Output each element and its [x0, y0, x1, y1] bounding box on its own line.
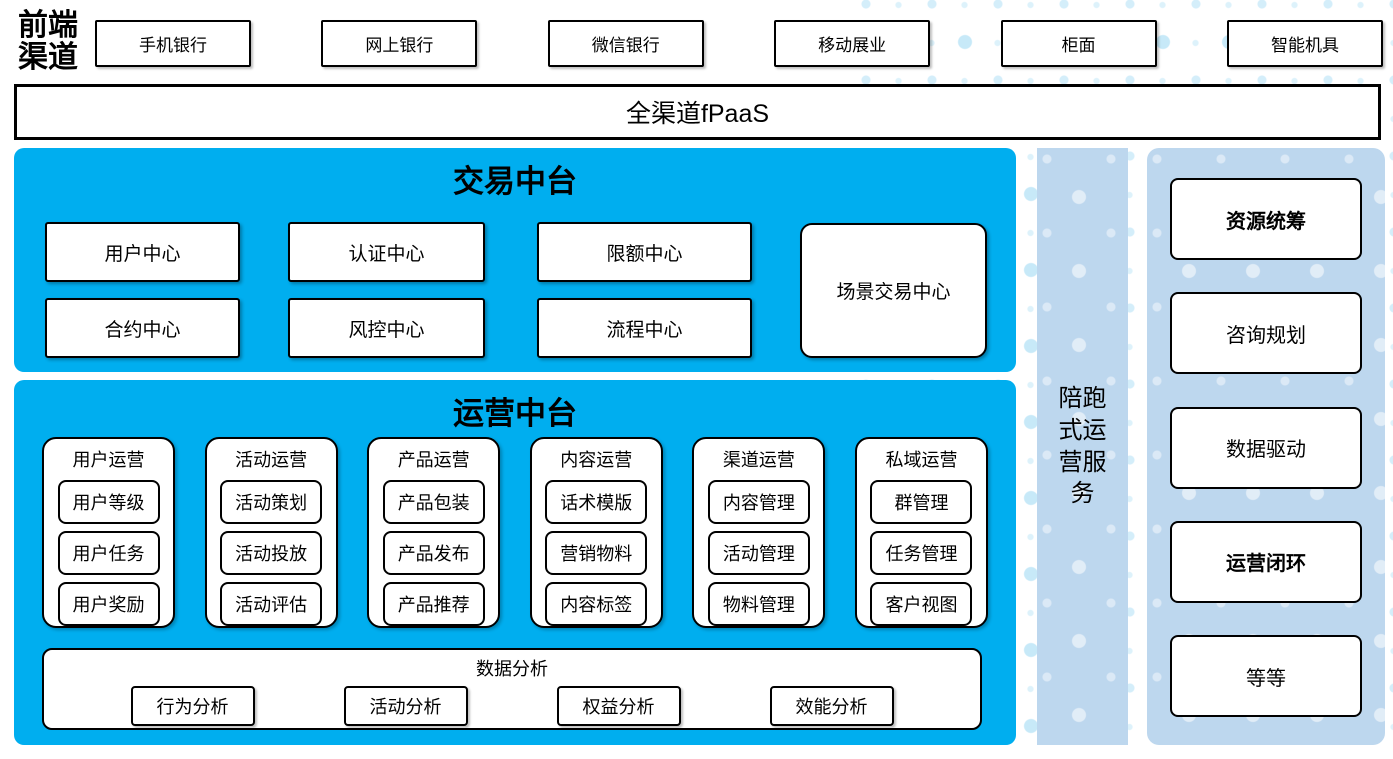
center-box-process: 流程中心 — [537, 298, 752, 358]
ops-item: 营销物料 — [545, 531, 648, 575]
transaction-platform-title: 交易中台 — [453, 164, 577, 199]
analysis-box-rights: 权益分析 — [556, 686, 681, 726]
data-analysis-section: 数据分析 行为分析 活动分析 权益分析 效能分析 — [42, 648, 982, 730]
center-box-user: 用户中心 — [45, 222, 240, 282]
service-box-consulting-planning: 咨询规划 — [1170, 292, 1362, 375]
ops-item: 产品推荐 — [382, 582, 485, 626]
ops-item: 产品发布 — [382, 531, 485, 575]
ops-item: 话术模版 — [545, 480, 648, 524]
ops-column-user: 用户运营 用户等级 用户任务 用户奖励 — [42, 437, 175, 628]
service-box-operation-loop: 运营闭环 — [1170, 520, 1362, 603]
analysis-box-behavior: 行为分析 — [130, 686, 255, 726]
analysis-box-activity: 活动分析 — [343, 686, 468, 726]
ops-item: 用户等级 — [57, 480, 160, 524]
ops-item: 产品包装 — [382, 480, 485, 524]
operation-platform-panel: 运营中台 用户运营 用户等级 用户任务 用户奖励 活动运营 活动策划 活动投放 … — [14, 380, 1016, 745]
accompany-service-bar: 陪跑式运营服务 — [1037, 148, 1128, 745]
ops-item: 活动评估 — [220, 582, 323, 626]
ops-item: 内容标签 — [545, 582, 648, 626]
center-box-limit: 限额中心 — [537, 222, 752, 282]
ops-column-title: 内容运营 — [560, 450, 633, 470]
ops-column-title: 活动运营 — [235, 450, 308, 470]
channel-box-mobile-banking: 手机银行 — [95, 20, 251, 67]
ops-item: 用户任务 — [57, 531, 160, 575]
center-box-scenario-transaction: 场景交易中心 — [800, 223, 987, 358]
ops-item: 任务管理 — [870, 531, 973, 575]
ops-column-private-domain: 私域运营 群管理 任务管理 客户视图 — [854, 437, 988, 628]
data-analysis-title: 数据分析 — [476, 659, 548, 679]
front-channels-row: 手机银行 网上银行 微信银行 移动展业 柜面 智能机具 — [95, 20, 1383, 67]
service-box-etc: 等等 — [1170, 635, 1362, 717]
operation-columns: 用户运营 用户等级 用户任务 用户奖励 活动运营 活动策划 活动投放 活动评估 … — [42, 437, 988, 628]
center-box-contract: 合约中心 — [45, 298, 240, 358]
ops-column-content: 内容运营 话术模版 营销物料 内容标签 — [529, 437, 663, 628]
channel-box-counter: 柜面 — [1000, 20, 1157, 67]
analysis-box-efficiency: 效能分析 — [769, 686, 894, 726]
channel-box-wechat-banking: 微信银行 — [547, 20, 704, 67]
center-box-auth: 认证中心 — [288, 222, 485, 282]
ops-column-title: 渠道运营 — [722, 450, 795, 470]
accompany-service-label: 陪跑式运营服务 — [1058, 385, 1107, 508]
service-box-resource-planning: 资源统筹 — [1170, 178, 1362, 260]
ops-column-title: 私域运营 — [885, 450, 958, 470]
ops-item: 用户奖励 — [57, 582, 160, 626]
data-analysis-row: 行为分析 活动分析 权益分析 效能分析 — [44, 686, 980, 726]
ops-item: 群管理 — [870, 480, 973, 524]
service-box-data-driven: 数据驱动 — [1170, 406, 1362, 489]
right-service-panel: 资源统筹 咨询规划 数据驱动 运营闭环 等等 — [1147, 148, 1385, 745]
operation-platform-title: 运营中台 — [453, 396, 577, 431]
ops-column-activity: 活动运营 活动策划 活动投放 活动评估 — [204, 437, 338, 628]
ops-item: 物料管理 — [707, 582, 810, 626]
channel-box-smart-devices: 智能机具 — [1226, 20, 1383, 67]
channel-box-online-banking: 网上银行 — [321, 20, 478, 67]
channel-box-mobile-sales: 移动展业 — [774, 20, 931, 67]
ops-column-title: 产品运营 — [397, 450, 470, 470]
ops-item: 活动策划 — [220, 480, 323, 524]
center-box-risk: 风控中心 — [288, 298, 485, 358]
ops-column-channel: 渠道运营 内容管理 活动管理 物料管理 — [692, 437, 826, 628]
fpaas-bar: 全渠道fPaaS — [14, 84, 1381, 140]
front-channels-label: 前端渠道 — [18, 9, 78, 74]
ops-item: 活动管理 — [707, 531, 810, 575]
ops-column-product: 产品运营 产品包装 产品发布 产品推荐 — [367, 437, 501, 628]
ops-item: 客户视图 — [870, 582, 973, 626]
ops-item: 活动投放 — [220, 531, 323, 575]
transaction-platform-panel: 交易中台 用户中心 认证中心 限额中心 合约中心 风控中心 流程中心 场景交易中… — [14, 148, 1016, 372]
ops-column-title: 用户运营 — [72, 450, 145, 470]
ops-item: 内容管理 — [707, 480, 810, 524]
